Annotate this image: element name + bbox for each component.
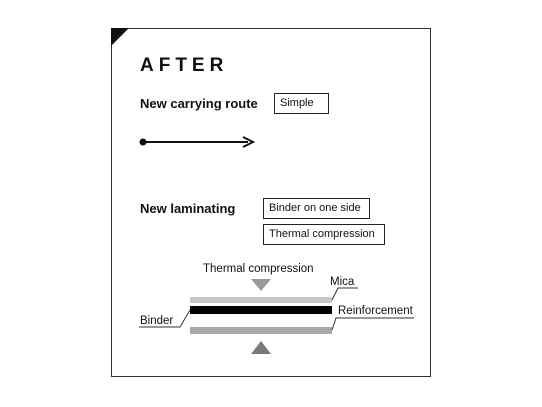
mica-layer — [190, 297, 332, 303]
press-top-triangle — [251, 279, 271, 291]
arrow-head — [242, 136, 256, 148]
panel-heading: AFTER — [140, 55, 229, 76]
reinforcement-leader-line — [331, 317, 414, 331]
reinforcement-layer — [190, 327, 332, 334]
laminating-label: New laminating — [140, 201, 236, 216]
carrying-route-arrow — [139, 136, 256, 148]
corner-marker — [111, 28, 129, 46]
mica-leader-line — [331, 287, 358, 301]
binder-leader-line — [139, 309, 191, 328]
binder-one-side-tag: Binder on one side — [263, 198, 370, 219]
binder-layer — [190, 306, 332, 314]
press-bottom-triangle — [251, 341, 271, 354]
binder-label: Binder — [140, 315, 174, 327]
carrying-route-label: New carrying route — [140, 96, 258, 111]
reinforcement-label: Reinforcement — [338, 305, 413, 317]
thermal-compression-tag: Thermal compression — [263, 224, 385, 245]
thermal-compression-label: Thermal compression — [203, 263, 314, 275]
mica-label: Mica — [330, 276, 355, 288]
simple-tag: Simple — [274, 93, 329, 114]
